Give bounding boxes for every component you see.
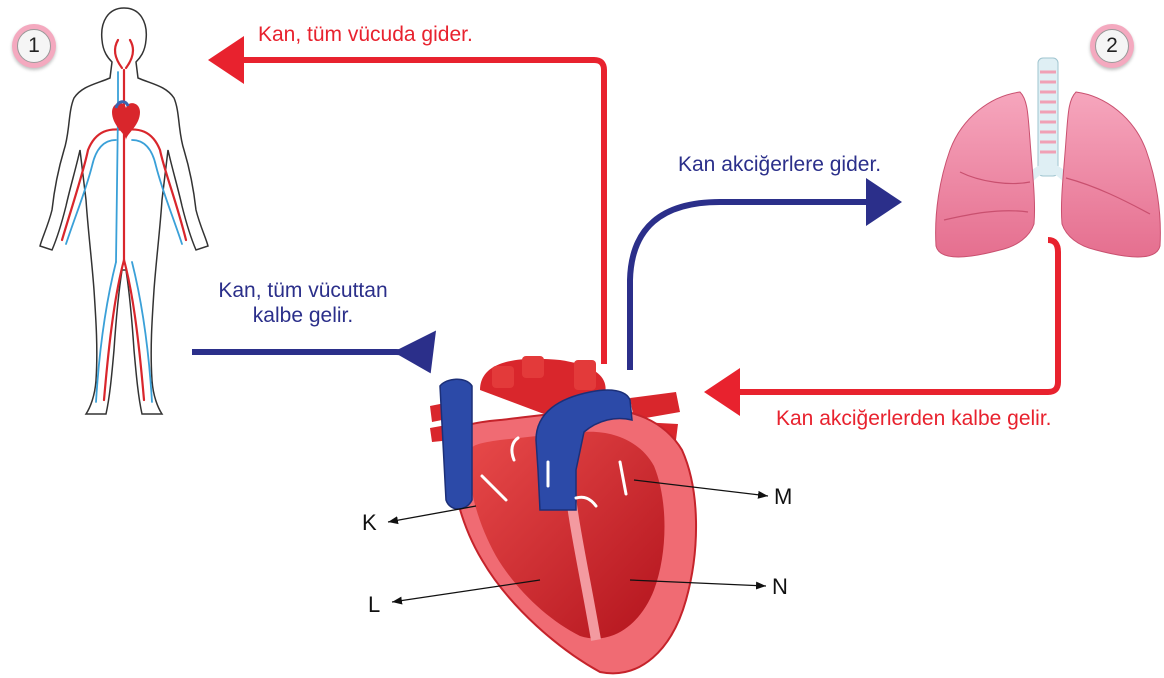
badge-2: 2	[1090, 24, 1134, 68]
label-k: K	[362, 510, 377, 536]
label-from-lungs: Kan akciğerlerden kalbe gelir.	[776, 406, 1052, 431]
badge-1-number: 1	[17, 29, 51, 63]
label-from-body: Kan, tüm vücuttan kalbe gelir.	[196, 278, 410, 328]
human-body-figure	[40, 8, 208, 414]
arrow-from-lungs	[710, 240, 1058, 392]
arrow-from-body	[192, 352, 428, 368]
label-m: M	[774, 484, 792, 510]
lungs-figure	[936, 58, 1161, 257]
label-to-lungs: Kan akciğerlere gider.	[678, 152, 881, 177]
label-to-body: Kan, tüm vücuda gider.	[258, 22, 473, 47]
label-l: L	[368, 592, 380, 618]
badge-2-number: 2	[1095, 29, 1129, 63]
badge-1: 1	[12, 24, 56, 68]
heart-figure	[430, 356, 696, 673]
label-from-body-line1: Kan, tüm vücuttan	[196, 278, 410, 303]
label-n: N	[772, 574, 788, 600]
label-from-body-line2: kalbe gelir.	[196, 303, 410, 328]
arrow-to-lungs	[630, 202, 896, 370]
